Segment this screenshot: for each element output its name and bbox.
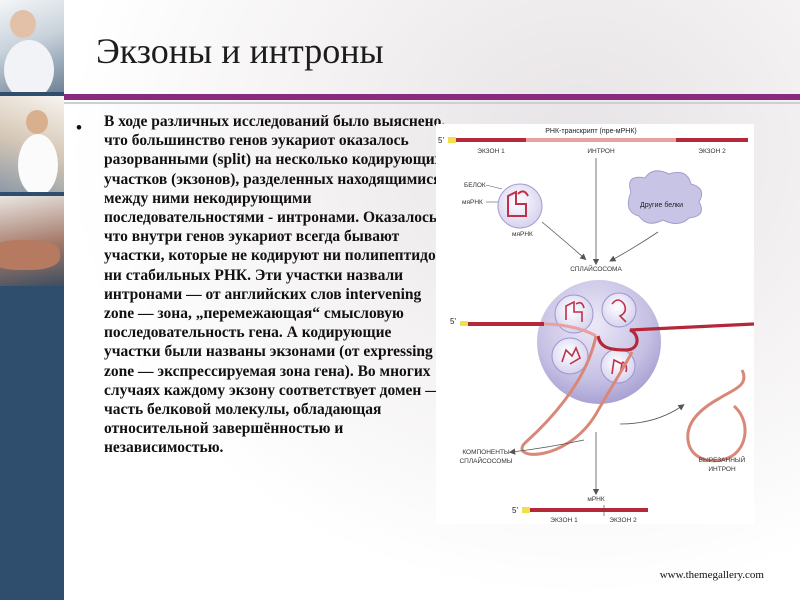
title-underline-bar xyxy=(64,94,800,100)
excised-intron-lariat xyxy=(686,369,747,463)
bullet-marker: • xyxy=(76,118,82,137)
other-proteins-label: Другие белки xyxy=(640,201,683,209)
bullet-text: В ходе различных исследований было выясн… xyxy=(104,113,448,457)
components-label-1: КОМПОНЕНТЫ xyxy=(462,449,510,456)
mrna-label: мРНК xyxy=(587,496,604,503)
splicing-diagram-svg: РНК-транскрипт (пре-мРНК) 5' ЭКЗОН 1 ИНТ… xyxy=(438,128,755,524)
snrnp-particle xyxy=(497,183,543,229)
photo-patient xyxy=(0,196,64,286)
five-prime-label-mid: 5' xyxy=(450,317,456,326)
other-proteins-blob xyxy=(627,170,703,224)
snrnp-label: мяРНК xyxy=(512,231,533,238)
cap-top xyxy=(448,137,456,143)
title-underline-shadow xyxy=(64,102,800,104)
exon2-label-top: ЭКЗОН 2 xyxy=(698,148,726,155)
snrna-structure xyxy=(507,190,529,217)
excised-label-2: ИНТРОН xyxy=(708,466,736,473)
exon1-bar-top xyxy=(456,138,526,142)
slide-title: Экзоны и интроны xyxy=(96,31,384,71)
exon1-label-bottom: ЭКЗОН 1 xyxy=(550,517,578,524)
five-prime-label-bottom: 5' xyxy=(512,506,518,515)
photo-doctor xyxy=(0,96,64,192)
protein-label: БЕЛОК xyxy=(464,182,486,189)
intron-loop-spliceosome xyxy=(520,335,634,456)
exon1-label-top: ЭКЗОН 1 xyxy=(477,148,505,155)
left-photo-sidebar xyxy=(0,0,64,600)
intron-bar-top xyxy=(526,138,676,142)
footer-url: www.themegallery.com xyxy=(659,569,764,581)
excised-label-1: ВЫРЕЗАННЫЙ xyxy=(699,455,746,464)
five-prime-label-top: 5' xyxy=(438,136,444,145)
intron-label-top: ИНТРОН xyxy=(587,148,615,155)
exon2-bar-top xyxy=(676,138,748,142)
spliceosome-label: СПЛАЙСОСОМА xyxy=(570,264,622,273)
snrna-label: мяРНК xyxy=(462,199,483,206)
components-label-2: СПЛАЙСОСОМЫ xyxy=(459,456,512,465)
transcript-label: РНК-транскрипт (пре-мРНК) xyxy=(545,128,636,135)
photo-lab-worker xyxy=(0,0,64,92)
exon2-label-bottom: ЭКЗОН 2 xyxy=(609,517,637,524)
splicing-diagram: РНК-транскрипт (пре-мРНК) 5' ЭКЗОН 1 ИНТ… xyxy=(436,124,755,524)
